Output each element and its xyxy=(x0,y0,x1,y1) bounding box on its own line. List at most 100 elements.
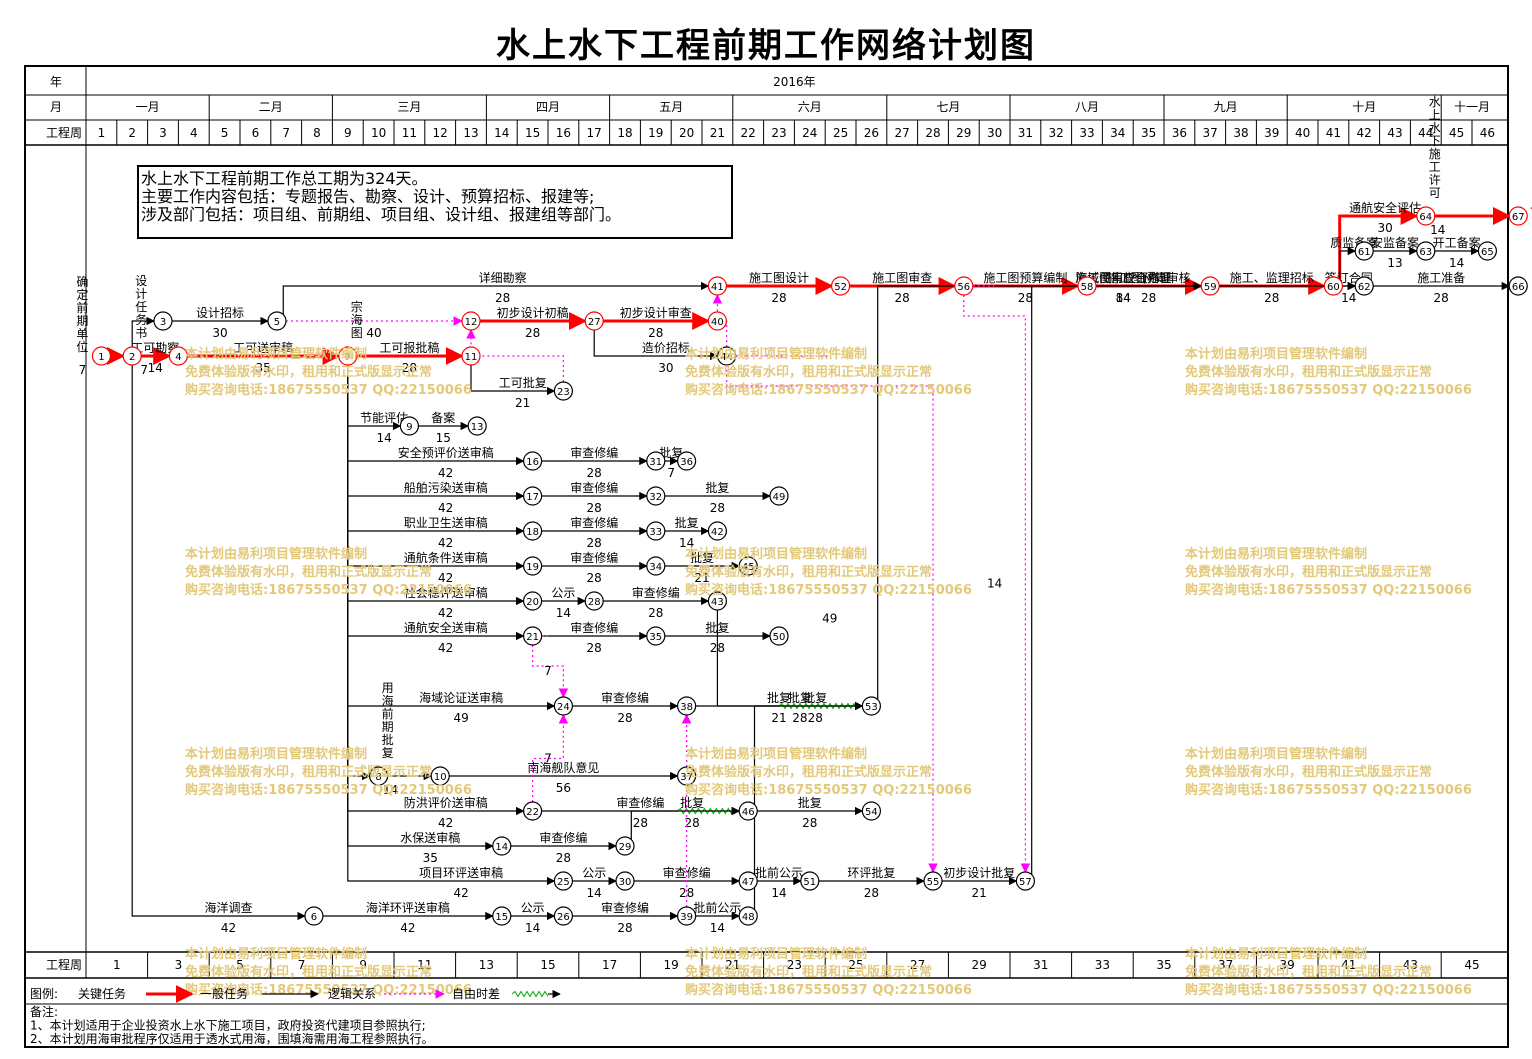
task-duration: 14 xyxy=(148,361,163,375)
node-39 xyxy=(676,906,697,926)
week-cell: 45 xyxy=(1449,126,1464,140)
task-name: 初步设计审查 xyxy=(620,305,692,320)
task-name: 复 xyxy=(382,746,394,760)
node-label: 67 xyxy=(1512,212,1525,223)
week-label-bottom: 工程周 xyxy=(46,957,82,972)
node-label: 29 xyxy=(619,842,632,853)
month-cell: 二月 xyxy=(259,100,283,114)
bottom-week-cell: 43 xyxy=(1403,958,1418,972)
node-3 xyxy=(153,311,173,331)
node-label: 22 xyxy=(526,807,539,818)
node-10 xyxy=(430,766,450,786)
node-label: 17 xyxy=(526,492,539,503)
bottom-week-cell: 27 xyxy=(910,958,925,972)
task-duration: 21 xyxy=(515,396,530,410)
task-duration: 49 xyxy=(453,711,468,725)
legend: 图例:关键任务一般任务逻辑关系自由时差备注:1、本计划适用于企业投资水上水下施工… xyxy=(25,985,1508,1046)
task-name: 批复 xyxy=(690,550,714,565)
task-duration: 28 xyxy=(587,571,602,585)
node-label: 27 xyxy=(588,317,601,328)
task-name: 施工图设计 xyxy=(749,271,809,285)
task-duration: 14 xyxy=(710,921,725,935)
watermark-line: 免费体验版有水印，租用和正式版显示正常 xyxy=(685,764,932,780)
node-61 xyxy=(1354,241,1374,261)
task-duration: 42 xyxy=(453,886,468,900)
task-arrow xyxy=(347,365,556,886)
node-33 xyxy=(646,521,666,541)
note-line: 备注: xyxy=(30,1004,58,1019)
node-label: 9 xyxy=(406,422,412,433)
task-name: 安监备案 xyxy=(1371,235,1419,250)
node-label: 18 xyxy=(526,527,539,538)
node-24 xyxy=(553,696,574,716)
task-name: 备案 xyxy=(431,410,455,425)
watermark-line: 免费体验版有水印，租用和正式版显示正常 xyxy=(185,764,432,780)
task-name: 定 xyxy=(76,287,88,302)
legend-float-label: 自由时差 xyxy=(452,987,500,1001)
node-label: 50 xyxy=(773,632,786,643)
bottom-week-cell: 3 xyxy=(175,958,183,972)
node-23 xyxy=(553,381,574,401)
task-duration: 28 xyxy=(556,851,571,865)
week-cell: 37 xyxy=(1203,126,1218,140)
task-name: 下 xyxy=(1429,134,1441,148)
node-7 xyxy=(338,346,358,366)
bottom-week-cell: 25 xyxy=(848,958,863,972)
legend-float-mark xyxy=(511,990,549,998)
watermark-line: 本计划由易利项目管理软件编制 xyxy=(185,546,367,562)
node-54 xyxy=(861,801,882,821)
task-duration: 13 xyxy=(1387,256,1402,270)
bottom-week-cell: 29 xyxy=(972,958,987,972)
node-11 xyxy=(461,346,481,366)
watermark-line: 免费体验版有水印，租用和正式版显示正常 xyxy=(1185,564,1432,580)
week-cell: 1 xyxy=(98,126,106,140)
summary-line: 涉及部门包括：项目组、前期组、项目组、设计组、报建组等部门。 xyxy=(141,205,621,224)
node-label: 15 xyxy=(495,912,508,923)
task-name: 批复 xyxy=(767,690,791,705)
node-22 xyxy=(522,801,543,821)
week-cell: 24 xyxy=(802,126,817,140)
bottom-week-cell: 9 xyxy=(359,958,367,972)
node-label: 11 xyxy=(465,352,478,363)
node-55 xyxy=(923,871,943,891)
node-label: 20 xyxy=(526,597,539,608)
node-52 xyxy=(830,276,851,296)
watermark-line: 免费体验版有水印，租用和正式版显示正常 xyxy=(685,364,932,380)
node-label: 24 xyxy=(557,702,570,713)
node-label: 40 xyxy=(711,317,724,328)
node-label: 30 xyxy=(619,877,632,888)
node-67 xyxy=(1508,206,1528,226)
task-name: 审查修编 xyxy=(539,830,587,845)
task-name: 设 xyxy=(135,274,147,288)
watermark-line: 免费体验版有水印，租用和正式版显示正常 xyxy=(1185,964,1432,980)
week-label: 工程周 xyxy=(46,125,82,140)
task-duration: 7 xyxy=(667,466,675,480)
node-28 xyxy=(584,591,604,611)
watermark: 本计划由易利项目管理软件编制免费体验版有水印，租用和正式版显示正常购买咨询电话:… xyxy=(185,346,1472,998)
node-label: 65 xyxy=(1481,247,1494,258)
task-duration: 14 xyxy=(1430,223,1445,237)
node-label: 32 xyxy=(649,492,662,503)
task-duration: 49 xyxy=(822,612,837,626)
task-duration: 14 xyxy=(376,431,391,445)
task-duration: 28 xyxy=(587,466,602,480)
task-duration: 14 xyxy=(679,536,694,550)
week-cell: 7 xyxy=(282,126,290,140)
task-duration: 14 xyxy=(556,606,571,620)
task-duration: 28 xyxy=(808,711,823,725)
task-name: 海域使用权证办理 xyxy=(1075,270,1171,285)
task-name: 节能评估 xyxy=(360,411,408,425)
node-label: 47 xyxy=(742,877,755,888)
node-41 xyxy=(707,276,728,296)
task-name: 环评批复 xyxy=(847,865,895,880)
task-name: 海 xyxy=(351,312,363,327)
node-57 xyxy=(1015,871,1036,891)
task-name: 前 xyxy=(76,300,88,315)
node-label: 52 xyxy=(834,282,847,293)
task-name: 许 xyxy=(1429,173,1441,187)
task-duration: 14 xyxy=(771,886,786,900)
task-duration: 21 xyxy=(972,886,987,900)
task-name: 施工图预算编制 xyxy=(983,270,1067,285)
